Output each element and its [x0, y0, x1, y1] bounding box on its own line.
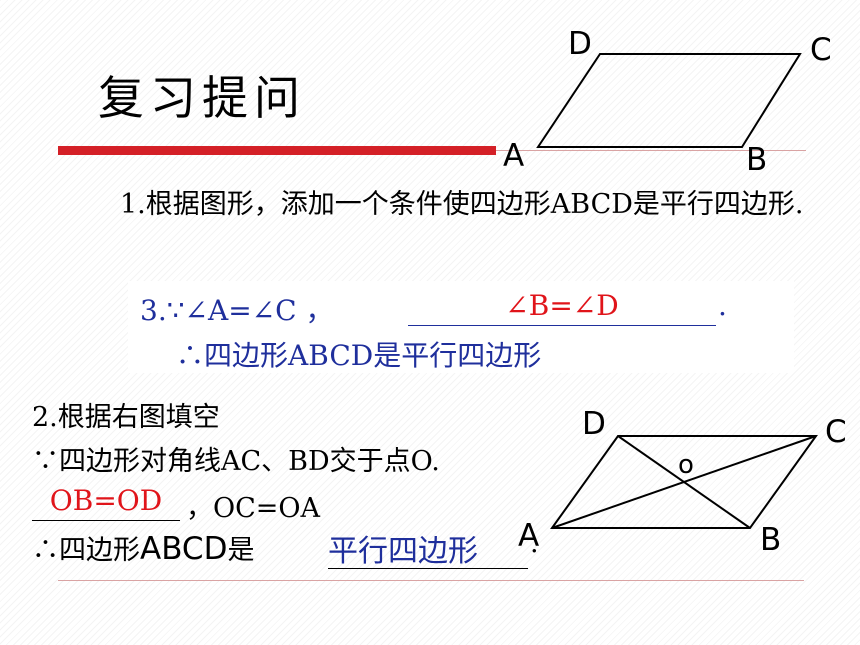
page-title: 复习提问: [98, 71, 306, 125]
question-2-period: .: [530, 528, 539, 559]
bottom-divider: [58, 580, 804, 581]
question-2-blank-2: 平行四边形: [328, 526, 528, 569]
vertex-label-c-2: C: [825, 414, 847, 450]
vertex-label-a-2: A: [518, 518, 540, 554]
center-label-o: o: [678, 450, 694, 480]
question-2-line-1: 2.根据右图填空: [32, 402, 220, 433]
question-2-line-3: ，OC=OA: [186, 493, 321, 524]
vertex-label-d-2: D: [582, 406, 606, 442]
answer-1-box: [128, 281, 794, 373]
line-4-prefix: ∴四边形: [32, 535, 140, 566]
title-underline: [58, 146, 496, 155]
answer-1-period: .: [718, 289, 727, 322]
question-2-line-2: ∵四边形对角线AC、BD交于点O.: [32, 446, 440, 477]
question-2-line-4: ∴四边形ABCD是: [32, 528, 254, 567]
answer-1-line-2: ∴四边形ABCD是平行四边形: [176, 339, 542, 372]
answer-1-blank: ∠B=∠D: [408, 289, 716, 326]
parallelogram-figure-1: [536, 53, 802, 148]
parallelogram-abcd-shape: [536, 53, 802, 148]
vertex-label-d: D: [568, 26, 592, 62]
vertex-label-c: C: [810, 32, 832, 68]
diagonal-bd: [617, 435, 751, 529]
question-2: 2.根据右图填空 ∵四边形对角线AC、BD交于点O.: [32, 396, 440, 484]
vertex-label-a: A: [503, 138, 525, 174]
line-4-abcd: ABCD: [140, 531, 228, 567]
divider-line: [496, 150, 806, 151]
question-1: 1.根据图形，添加一个条件使四边形ABCD是平行四边形.: [44, 183, 834, 227]
question-1-text: 1.根据图形，添加一个条件使四边形ABCD是平行四边形.: [120, 189, 804, 220]
vertex-label-b: B: [746, 142, 768, 178]
question-2-blank-1: OB=OD: [32, 484, 180, 521]
line-4-shi: 是: [227, 535, 255, 566]
vertex-label-b-2: B: [760, 522, 782, 558]
answer-1-line-1: 3.∵∠A=∠C ，: [140, 294, 334, 327]
parallelogram-figure-2: [550, 435, 818, 529]
